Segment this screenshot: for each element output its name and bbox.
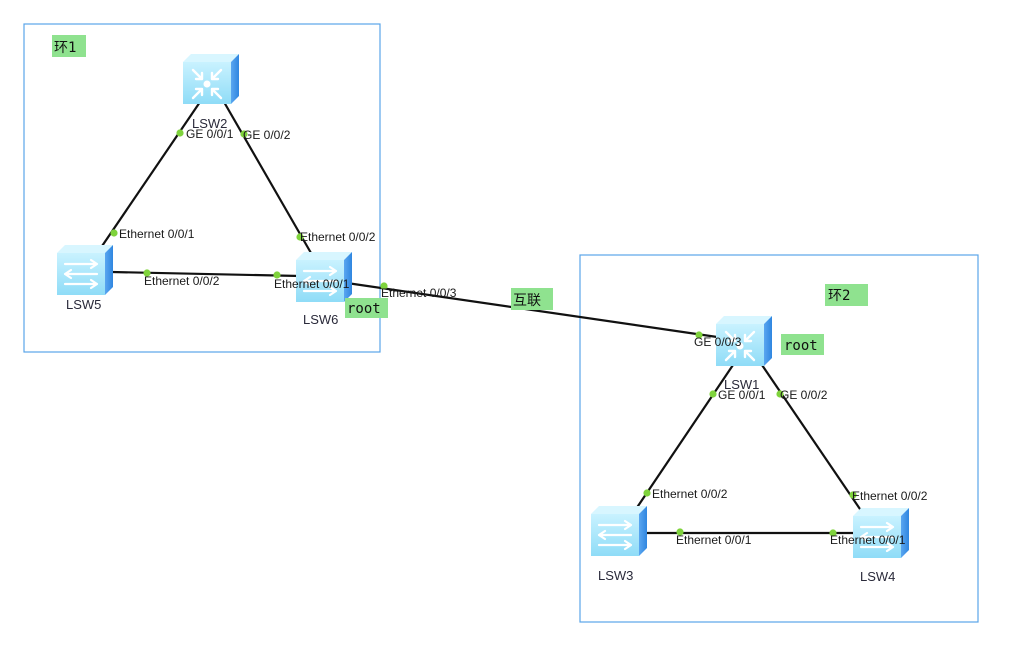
port-lsw4-eth002[interactable]: Ethernet 0/0/2 [849, 489, 928, 503]
tag-background [781, 334, 824, 355]
device-lsw4[interactable]: LSW4 [853, 508, 909, 584]
port-dot [709, 390, 717, 398]
port-dot [176, 129, 184, 137]
port-lsw1-ge001[interactable]: GE 0/0/1 [709, 388, 766, 402]
port-lsw6-eth002[interactable]: Ethernet 0/0/2 [296, 230, 376, 244]
core-switch-icon [183, 54, 239, 104]
port-lsw5-eth001[interactable]: Ethernet 0/0/1 [110, 227, 195, 241]
port-dot [829, 529, 837, 537]
port-label: Ethernet 0/0/1 [119, 227, 195, 241]
device-label: LSW3 [598, 568, 633, 583]
tag-background [825, 284, 868, 306]
tag-text: 环1 [54, 40, 76, 56]
link-lsw1-lsw3[interactable] [633, 364, 734, 513]
port-lsw5-eth002[interactable]: Ethernet 0/0/2 [143, 269, 220, 288]
port-label: GE 0/0/2 [780, 388, 828, 402]
device-lsw2[interactable]: LSW2 [183, 54, 239, 131]
port-label: Ethernet 0/0/1 [830, 533, 906, 547]
device-lsw3[interactable]: LSW3 [591, 506, 647, 583]
tag-text: 环2 [828, 288, 850, 304]
device-lsw5[interactable]: LSW5 [57, 245, 113, 312]
tag-ring2[interactable]: 环2 [825, 284, 868, 306]
port-dot [296, 233, 304, 241]
link-lsw2-lsw6[interactable] [223, 101, 312, 254]
port-label: GE 0/0/1 [718, 388, 766, 402]
port-label: GE 0/0/3 [694, 335, 742, 349]
device-lsw1[interactable]: LSW1 [716, 316, 772, 392]
device-label: LSW4 [860, 569, 895, 584]
port-dot [776, 390, 784, 398]
tag-text: root [347, 301, 381, 317]
tag-background [511, 288, 553, 310]
port-dot [643, 489, 651, 497]
link-lsw5-lsw6[interactable] [111, 270, 301, 278]
device-label: LSW5 [66, 297, 101, 312]
tag-ring1[interactable]: 环1 [52, 35, 86, 57]
tag-background [52, 35, 86, 57]
port-dot [849, 491, 857, 499]
port-lsw3-eth002[interactable]: Ethernet 0/0/2 [643, 487, 728, 501]
tag-text: root [784, 338, 818, 354]
port-label: Ethernet 0/0/1 [274, 277, 350, 291]
port-dot [240, 130, 248, 138]
port-label: Ethernet 0/0/1 [676, 533, 752, 547]
port-label: Ethernet 0/0/3 [381, 286, 457, 300]
link-lsw2-lsw5[interactable] [97, 101, 201, 253]
device-label: LSW1 [724, 377, 759, 392]
port-lsw4-eth001[interactable]: Ethernet 0/0/1 [829, 529, 906, 547]
tag-text: 互联 [513, 293, 541, 309]
port-lsw2-ge001[interactable]: GE 0/0/1 [176, 127, 234, 141]
port-label: Ethernet 0/0/2 [144, 274, 220, 288]
port-dot [273, 271, 281, 279]
port-dot [695, 331, 703, 339]
link-lsw1-lsw4[interactable] [761, 364, 863, 513]
tag-root-lsw6[interactable]: root [345, 298, 388, 318]
port-lsw1-ge003[interactable]: GE 0/0/3 [694, 331, 742, 349]
port-label: GE 0/0/1 [186, 127, 234, 141]
port-dot [676, 528, 684, 536]
tag-interconnect[interactable]: 互联 [511, 288, 553, 310]
port-lsw6-eth001[interactable]: Ethernet 0/0/1 [273, 271, 350, 291]
port-dot [143, 269, 151, 277]
tag-background [345, 298, 388, 318]
port-lsw3-eth001[interactable]: Ethernet 0/0/1 [676, 528, 752, 547]
port-label: Ethernet 0/0/2 [852, 489, 928, 503]
device-lsw6[interactable]: LSW6 [296, 252, 352, 327]
port-lsw2-ge002[interactable]: GE 0/0/2 [240, 128, 291, 142]
switch-icon [57, 245, 113, 295]
area-ring2 [579, 254, 979, 623]
area-ring1 [23, 23, 381, 353]
switch-icon [591, 506, 647, 556]
port-dot [110, 229, 118, 237]
port-label: Ethernet 0/0/2 [652, 487, 728, 501]
tag-root-lsw1[interactable]: root [781, 334, 824, 355]
port-dot [380, 282, 388, 290]
port-lsw1-ge002[interactable]: GE 0/0/2 [776, 388, 828, 402]
port-lsw6-eth003[interactable]: Ethernet 0/0/3 [380, 282, 457, 300]
port-label: GE 0/0/2 [243, 128, 291, 142]
port-label: Ethernet 0/0/2 [300, 230, 376, 244]
device-label: LSW2 [192, 116, 227, 131]
device-label: LSW6 [303, 312, 338, 327]
